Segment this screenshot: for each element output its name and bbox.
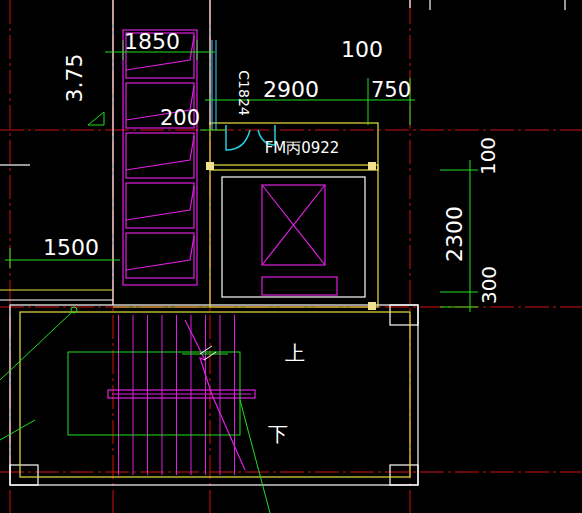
dimension-label: 下	[268, 424, 288, 444]
dimension-label: 750	[371, 80, 411, 101]
dimension-label: FM丙0922	[265, 141, 340, 156]
dimension-label: 100	[341, 39, 383, 61]
dimension-label: 上	[285, 343, 305, 363]
dimension-label: C1824	[237, 70, 251, 115]
dimension-label: 300	[479, 266, 499, 304]
dimension-label: 1850	[124, 31, 180, 53]
dimension-label: 200	[160, 108, 200, 129]
dimension-label: 2300	[444, 206, 466, 262]
dimension-label: 2900	[263, 79, 319, 101]
dimension-label: 1500	[43, 237, 99, 259]
dimension-label: 100	[478, 137, 498, 175]
dimension-label: 3.75	[64, 54, 86, 103]
